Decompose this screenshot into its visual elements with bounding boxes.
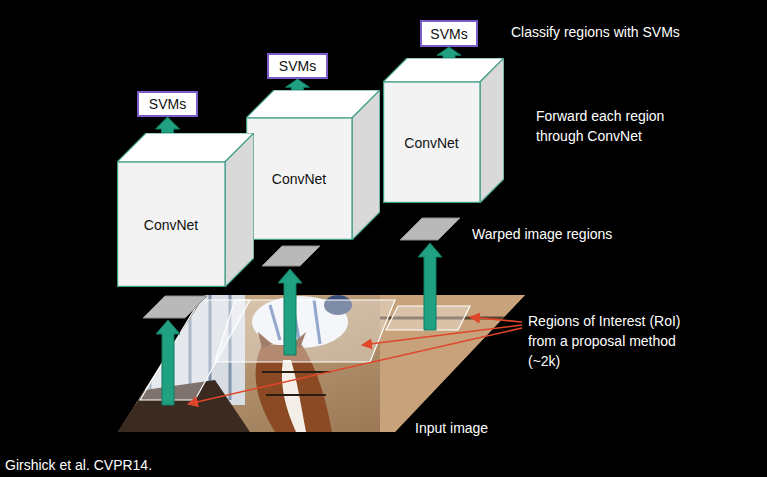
annotation-label: Warped image regions <box>472 224 612 244</box>
block-label: ConvNet <box>272 170 326 188</box>
block-outline <box>383 58 504 203</box>
roi-region <box>140 300 470 400</box>
convnet-block: ConvNet <box>383 58 504 203</box>
flow-arrow <box>286 79 310 90</box>
region-arrow <box>156 243 442 405</box>
box-label: SVMs <box>279 57 316 75</box>
block-outline <box>246 90 380 240</box>
annotation-label: Input image <box>415 418 488 438</box>
convnet-block: ConvNet <box>117 133 254 287</box>
block-face: ConvNet <box>117 162 225 287</box>
annotation-label: Girshick et al. CVPR14. <box>5 455 152 475</box>
block-outline <box>117 133 254 287</box>
classifier-box: SVMs <box>137 91 198 117</box>
box-label: SVMs <box>430 25 467 43</box>
input-photo <box>110 290 530 440</box>
flow-arrow <box>437 47 461 58</box>
classifier-box: SVMs <box>420 20 478 47</box>
block-label: ConvNet <box>404 134 458 152</box>
box-label: SVMs <box>149 95 186 113</box>
annotation-label: Classify regions with SVMs <box>511 22 680 42</box>
flow-arrow <box>156 117 180 133</box>
block-label: ConvNet <box>144 216 198 234</box>
block-face: ConvNet <box>383 82 480 203</box>
warped-region <box>143 218 460 318</box>
block-face: ConvNet <box>246 118 352 240</box>
pointer-arrow <box>188 317 522 404</box>
annotation-label: Regions of Interest (RoI) from a proposa… <box>528 311 703 371</box>
convnet-block: ConvNet <box>246 90 380 240</box>
classifier-box: SVMs <box>267 53 328 79</box>
annotation-label: Forward each region through ConvNet <box>536 106 681 146</box>
